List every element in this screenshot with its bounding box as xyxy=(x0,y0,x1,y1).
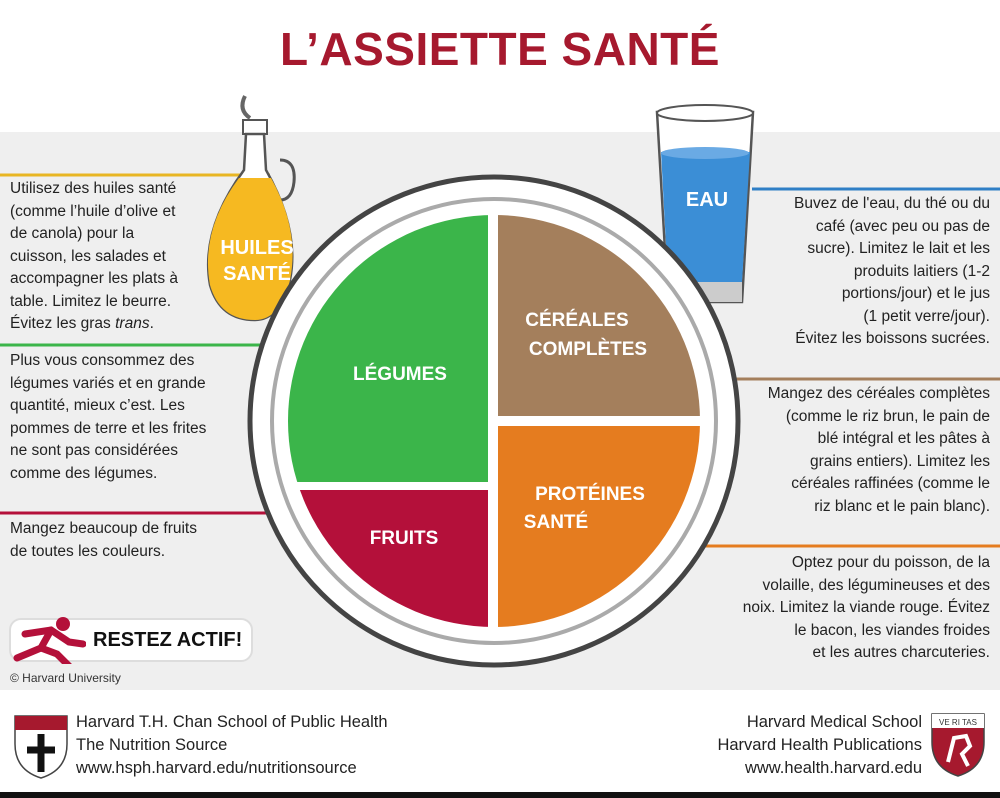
vegetables-section xyxy=(288,215,488,482)
plate: LÉGUMES FRUITS CÉRÉALES COMPLÈTES PROTÉI… xyxy=(247,174,741,668)
fruits-label: FRUITS xyxy=(370,528,439,549)
oils-label: HUILES xyxy=(220,237,293,259)
grains-label-2: COMPLÈTES xyxy=(529,338,647,360)
bottom-bar xyxy=(0,792,1000,798)
footer-left: Harvard T.H. Chan School of Public Healt… xyxy=(76,711,388,780)
svg-text:VE RI TAS: VE RI TAS xyxy=(939,718,977,727)
water-glass-icon: EAU xyxy=(655,104,755,304)
proteins-label: PROTÉINES xyxy=(535,483,645,505)
health-harvard-link[interactable]: www.health.harvard.edu xyxy=(744,759,922,777)
hsph-shield-logo xyxy=(14,715,68,779)
page-title: L’ASSIETTE SANTÉ xyxy=(280,23,720,75)
hms-shield-logo: VE RI TAS xyxy=(931,713,985,777)
running-person-icon xyxy=(13,617,86,664)
proteins-label-2: SANTÉ xyxy=(524,511,588,533)
grains-label: CÉRÉALES xyxy=(525,309,628,331)
oils-label-2: SANTÉ xyxy=(223,262,291,285)
hsph-link[interactable]: www.hsph.harvard.edu/nutritionsource xyxy=(76,759,357,777)
vegetables-label: LÉGUMES xyxy=(353,363,447,385)
stay-active-badge: RESTEZ ACTIF! xyxy=(9,617,253,664)
grains-description: Mangez des céréales complètes(comme le r… xyxy=(767,385,990,515)
oil-bottle-icon: HUILES SANTÉ xyxy=(206,95,296,322)
oils-description: Utilisez des huiles santé(comme l’huile … xyxy=(10,180,179,332)
stay-active-label: RESTEZ ACTIF! xyxy=(93,629,243,651)
water-label: EAU xyxy=(686,189,728,211)
copyright: © Harvard University xyxy=(10,671,121,685)
